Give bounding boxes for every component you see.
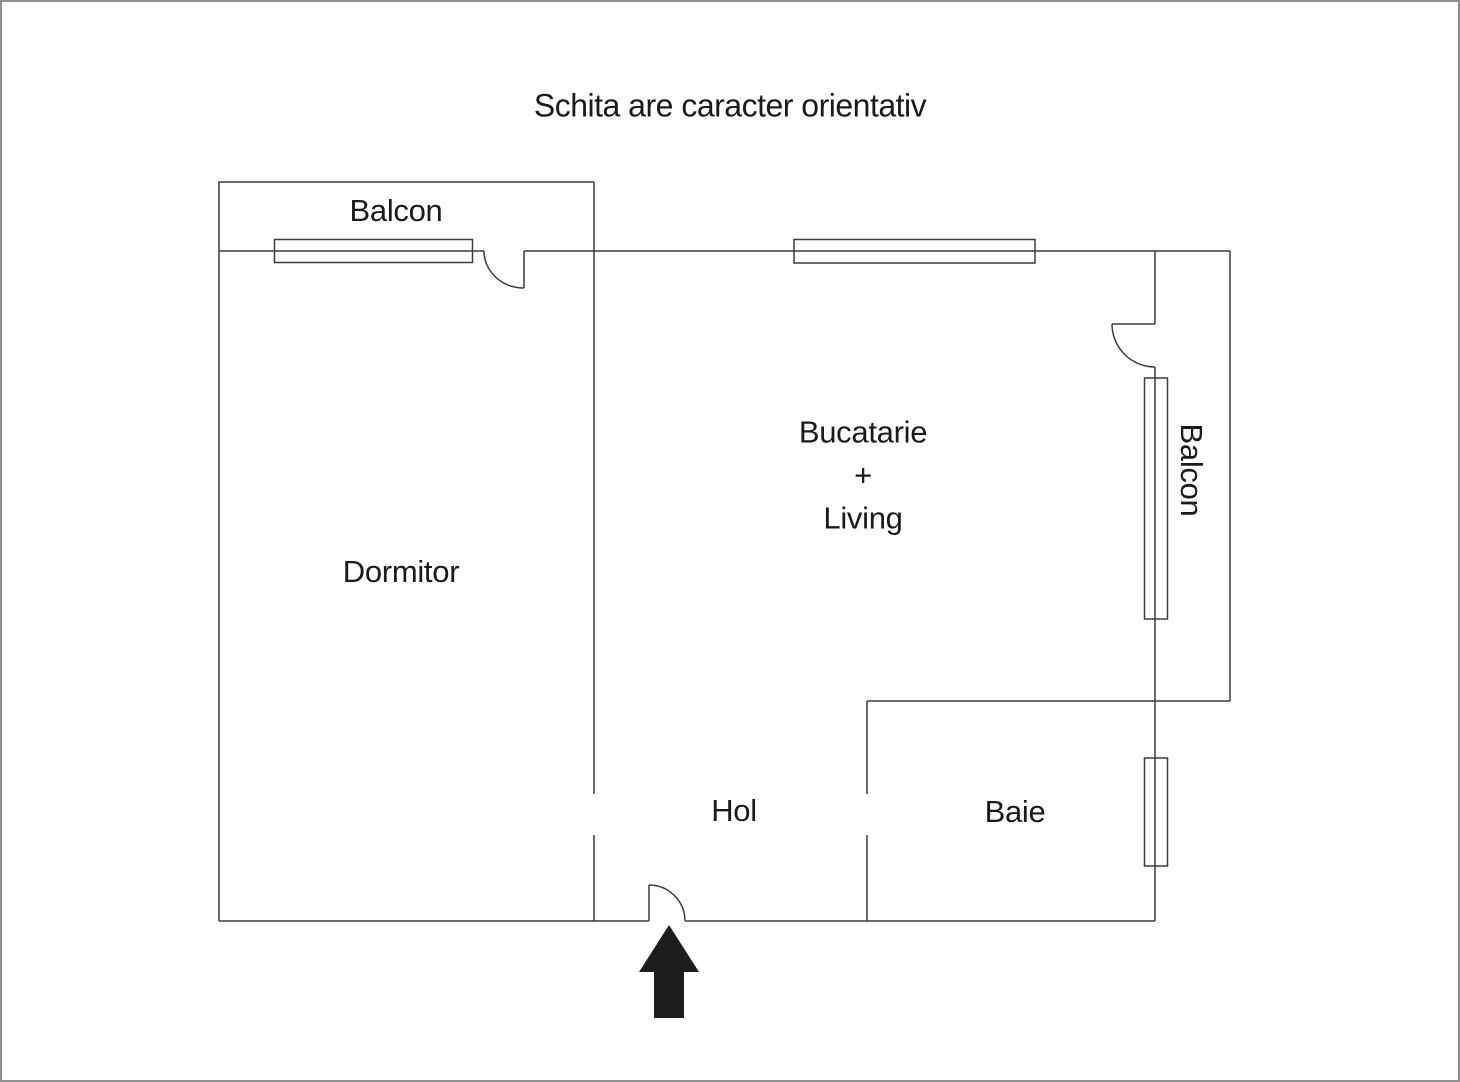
room-label-kitchen-living-line1: Bucatarie — [798, 414, 928, 450]
windows — [273, 238, 1169, 867]
kitchen-balcony-door-icon — [1111, 323, 1156, 368]
bathroom-window-icon — [1143, 757, 1169, 867]
entrance-arrow-icon — [639, 925, 699, 1018]
room-label-hall: Hol — [711, 793, 757, 828]
walls — [218, 181, 1231, 922]
room-label-bathroom: Baie — [984, 794, 1046, 829]
kitchen-window-icon — [793, 238, 1036, 264]
balcony-door-icon — [483, 250, 525, 289]
room-label-kitchen-living-line2: + — [854, 457, 872, 493]
room-label-balcony-top: Balcon — [349, 193, 443, 228]
plan-title: Schita are caracter orientativ — [533, 87, 927, 124]
room-label-kitchen-living-line3: Living — [823, 500, 903, 536]
room-label-kitchen-living: Bucatarie + Living — [798, 411, 928, 540]
entrance-door-icon — [648, 884, 686, 922]
wall-outer-left-and-balcony-top — [218, 181, 594, 921]
bedroom-window-icon — [273, 238, 474, 264]
room-label-bedroom: Dormitor — [342, 554, 460, 589]
room-label-balcony-right: Balcon — [1174, 423, 1209, 517]
balcony-right-window-icon — [1143, 377, 1169, 620]
doors — [483, 250, 1156, 922]
